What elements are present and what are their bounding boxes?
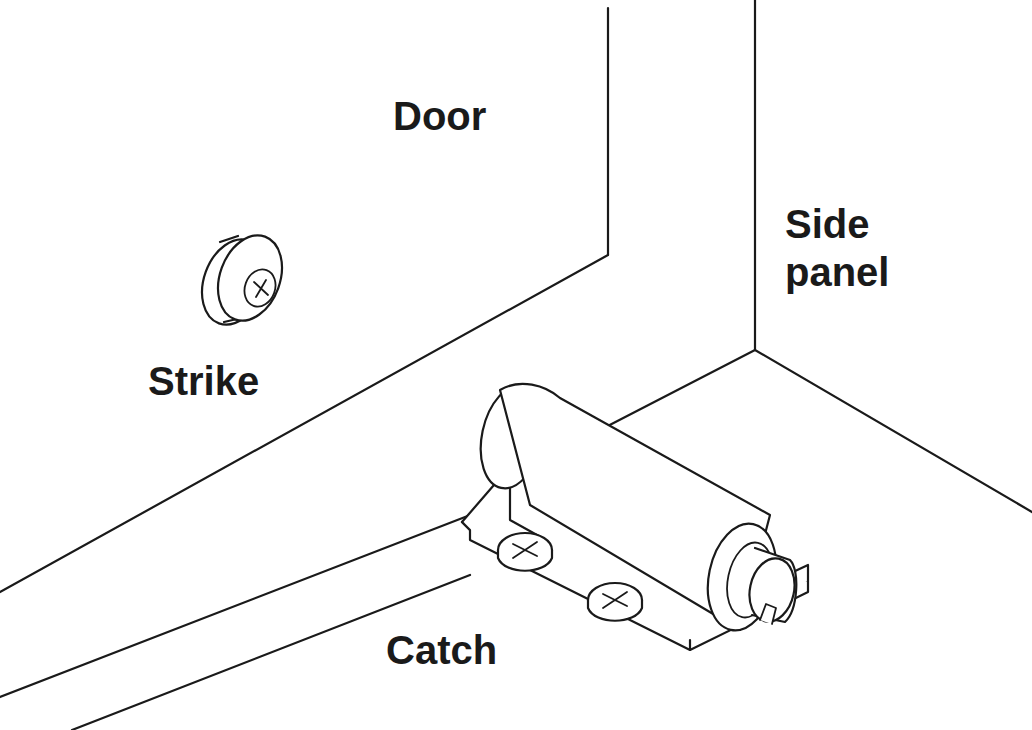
part-label: Door — [393, 92, 593, 140]
strike-disc — [191, 226, 293, 333]
part-label: Strike — [148, 357, 348, 405]
part-label: Catch — [386, 626, 586, 674]
part-label: Side panel — [785, 200, 925, 296]
panel-edge — [600, 350, 755, 430]
door-edge — [607, 8, 609, 255]
catch-body — [462, 380, 808, 650]
panel-corner — [754, 0, 756, 350]
panel-edge — [755, 350, 1032, 512]
